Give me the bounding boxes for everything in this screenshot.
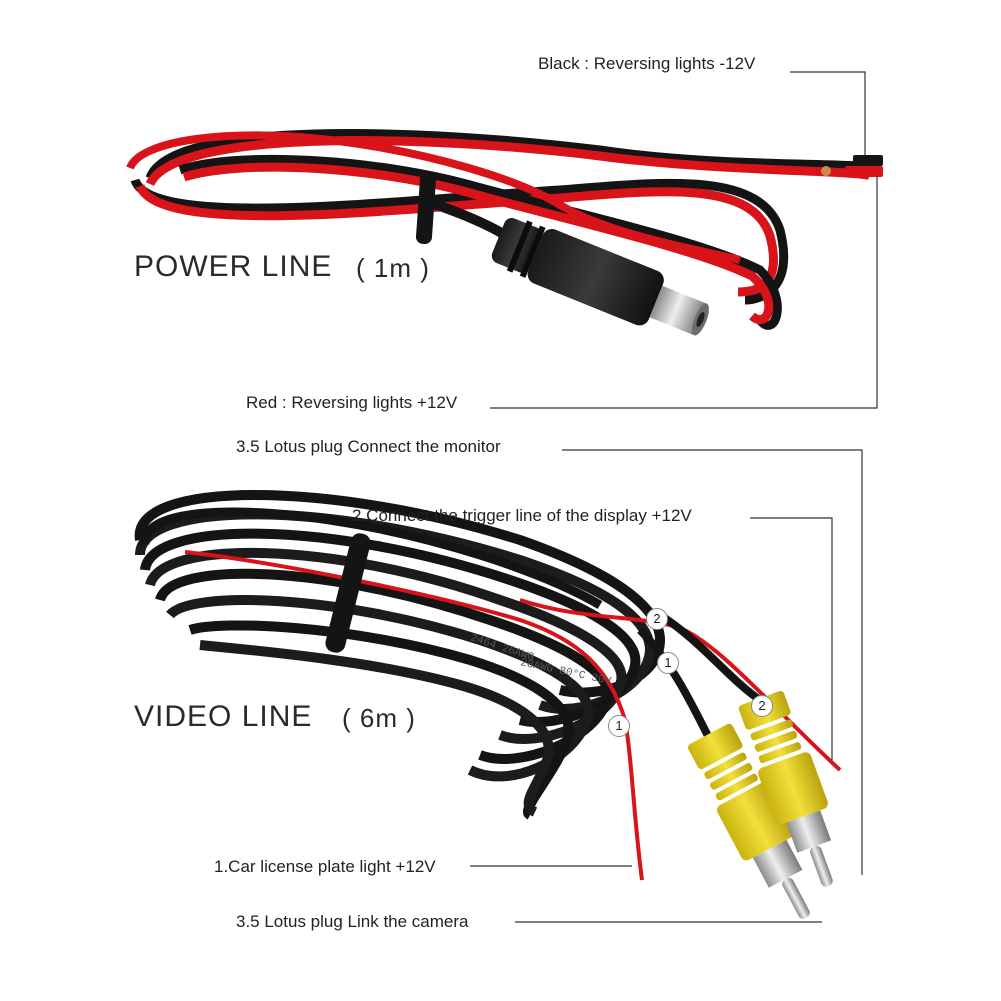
marker-2-top: 2 [646, 608, 668, 630]
trigger-line-label: 2.Connect the trigger line of the displa… [352, 506, 692, 525]
power-line-length: ( 1m ) [356, 253, 430, 283]
marker-1-right: 1 [657, 652, 679, 674]
video-line-title: VIDEO LINE [134, 700, 313, 733]
video-cable: 2464 26AWG 28AWG 80°C 30V [134, 490, 842, 919]
lotus-monitor-label: 3.5 Lotus plug Connect the monitor [236, 437, 501, 456]
plate-light-label: 1.Car license plate light +12V [214, 857, 436, 876]
power-cable [126, 129, 883, 336]
marker-1-left: 1 [608, 715, 630, 737]
black-wire-label: Black : Reversing lights -12V [538, 54, 756, 73]
red-wire-label: Red : Reversing lights +12V [246, 393, 458, 412]
marker-2-plug: 2 [751, 695, 773, 717]
video-line-length: ( 6m ) [342, 703, 416, 733]
power-line-title: POWER LINE [134, 250, 333, 283]
leader-lines [470, 71, 878, 923]
lotus-camera-label: 3.5 Lotus plug Link the camera [236, 912, 469, 931]
